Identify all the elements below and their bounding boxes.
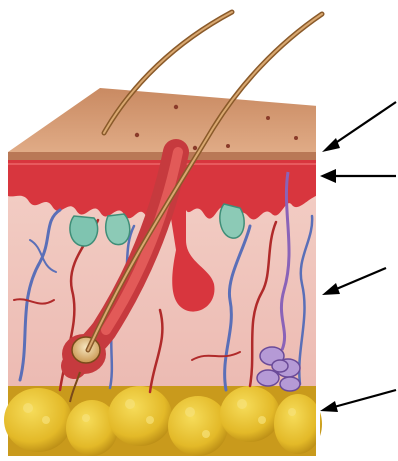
arrow-fat: [320, 390, 396, 412]
arrow-epidermis: [320, 169, 396, 183]
subcutaneous-fat-layer: [4, 386, 322, 456]
arrow-dermis: [322, 268, 386, 295]
label-arrows: [320, 102, 396, 412]
arrow-surface: [322, 102, 396, 152]
